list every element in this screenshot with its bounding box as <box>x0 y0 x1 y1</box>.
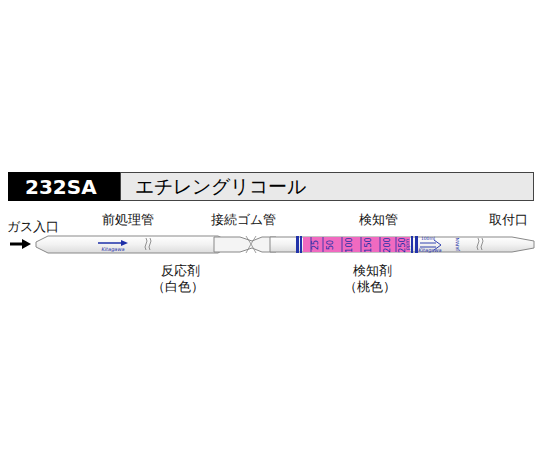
band <box>415 236 418 253</box>
model-code: 232SA <box>25 175 97 199</box>
plug <box>477 238 483 250</box>
part-name: 取付口 <box>489 213 528 226</box>
scale-number: 200 <box>384 237 392 252</box>
connector-joint <box>246 236 256 253</box>
reagent-name: 検知剤 <box>353 264 392 277</box>
part-name: 接続ゴム管 <box>211 213 276 226</box>
scale-number: 50 <box>327 239 335 249</box>
brand-mark: Kitagawa <box>418 248 441 253</box>
scale-number: 100 <box>346 237 354 252</box>
volume-mark: 100ml <box>421 237 435 242</box>
flow-mark <box>420 243 436 247</box>
name-box: エチレングリコール <box>120 172 534 201</box>
band <box>300 236 302 253</box>
reagent-color: （白色） <box>152 280 204 293</box>
part-name: 検知管 <box>359 213 398 226</box>
rubber-connector <box>214 237 276 252</box>
brand-mark: Kitagawa <box>101 247 124 252</box>
part-name: 前処理管 <box>102 213 154 226</box>
flow-arrowhead <box>121 240 128 246</box>
code-box: 232SA <box>8 172 120 201</box>
unit: ppm <box>406 239 411 250</box>
band <box>296 236 299 253</box>
detecting-reagent <box>303 237 410 252</box>
origin-mark: JAPAN <box>457 238 462 251</box>
scale-ticks <box>311 237 396 252</box>
flow-arrow <box>98 242 124 244</box>
inlet-arrowhead <box>22 239 31 249</box>
scale-number: 150 <box>365 237 373 252</box>
reagent-name: 反応剤 <box>161 264 200 277</box>
plug <box>145 238 151 250</box>
pretreatment-tube <box>36 236 226 253</box>
part-name: ガス入口 <box>7 220 59 233</box>
detector-tube <box>270 237 534 252</box>
band <box>411 236 413 253</box>
scale-number: 25 <box>312 239 320 249</box>
gas-name: エチレングリコール <box>135 174 306 200</box>
reagent-color: （桃色） <box>344 280 396 293</box>
inlet-arrow <box>10 243 24 246</box>
